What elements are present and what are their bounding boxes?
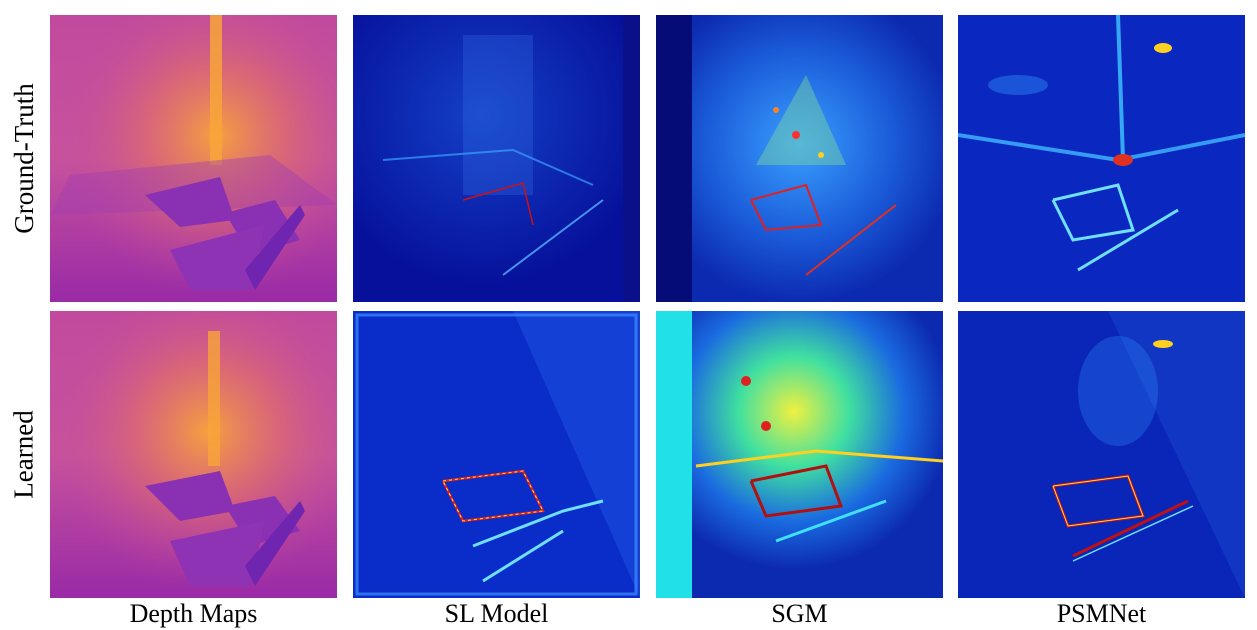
column-label-depth-maps: Depth Maps [129,599,258,628]
panel-psmnet-learned [958,311,1245,598]
error-map-image [353,15,640,302]
panel-sl-model-learned [353,311,640,598]
error-map-image [656,311,943,598]
panel-depth-map-learned [50,311,337,598]
panel-sgm-learned [656,311,943,598]
error-map-image [958,311,1245,598]
error-map-image [656,15,943,302]
error-map-image [353,311,640,598]
panel-sgm-ground-truth [656,15,943,302]
depth-map-image [50,311,337,598]
panel-psmnet-ground-truth [958,15,1245,302]
column-label-psmnet: PSMNet [1056,599,1147,628]
depth-map-image [50,15,337,302]
column-label-sgm: SGM [771,599,828,628]
panel-depth-map-ground-truth [50,15,337,302]
row-label-learned: Learned [8,410,39,499]
row-label-ground-truth: Ground-Truth [8,83,39,234]
panel-sl-model-ground-truth [353,15,640,302]
error-map-image [958,15,1245,302]
column-label-sl-model: SL Model [444,599,549,628]
